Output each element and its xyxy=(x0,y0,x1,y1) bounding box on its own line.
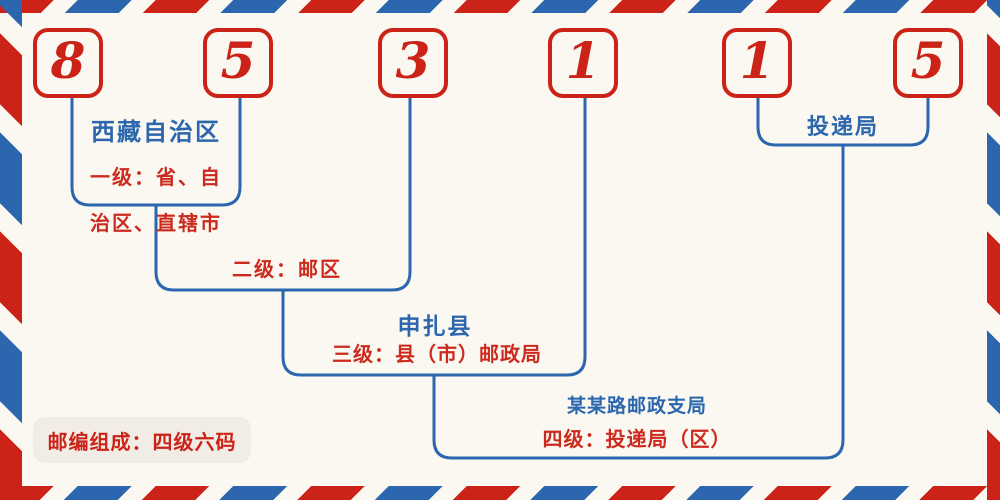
postal-digit-5: 1 xyxy=(739,31,775,90)
connector-delivery-bracket xyxy=(756,96,930,147)
airmail-border-right xyxy=(987,0,1000,500)
level1-description-line2: 治区、直辖市 xyxy=(90,213,222,235)
postal-digit-box-1: 8 xyxy=(33,28,103,98)
level1-description-line1: 一级：省、自 xyxy=(90,167,222,189)
postal-digit-6: 5 xyxy=(910,31,946,90)
postal-digit-4: 1 xyxy=(565,31,601,90)
airmail-border-top xyxy=(0,0,1000,13)
level4-region-name: 某某路邮政支局 xyxy=(566,396,708,417)
footer-note-text: 邮编组成：四级六码 xyxy=(47,431,237,454)
postal-digit-3: 3 xyxy=(395,31,431,90)
postal-digit-1: 8 xyxy=(50,31,86,90)
level2-description: 二级：邮区 xyxy=(232,259,342,281)
connector-level4-bracket xyxy=(432,143,845,460)
level1-description: 一级：省、自 治区、直辖市 xyxy=(90,144,222,259)
delivery-office-label: 投递局 xyxy=(806,114,880,139)
level3-description: 三级：县（市）邮政局 xyxy=(332,344,542,366)
level4-description: 四级：投递局（区） xyxy=(542,429,732,451)
postal-digit-box-6: 5 xyxy=(893,28,963,98)
postal-digit-box-3: 3 xyxy=(378,28,448,98)
postal-digit-box-5: 1 xyxy=(722,28,792,98)
postal-digit-2: 5 xyxy=(220,31,256,90)
level3-region-name: 申扎县 xyxy=(397,313,473,339)
postal-digit-box-4: 1 xyxy=(548,28,618,98)
postal-digit-box-2: 5 xyxy=(203,28,273,98)
footer-note-pill: 邮编组成：四级六码 xyxy=(33,417,251,463)
airmail-border-bottom xyxy=(0,486,1000,500)
airmail-border-left xyxy=(0,0,22,500)
level1-region-name: 西藏自治区 xyxy=(91,119,221,146)
